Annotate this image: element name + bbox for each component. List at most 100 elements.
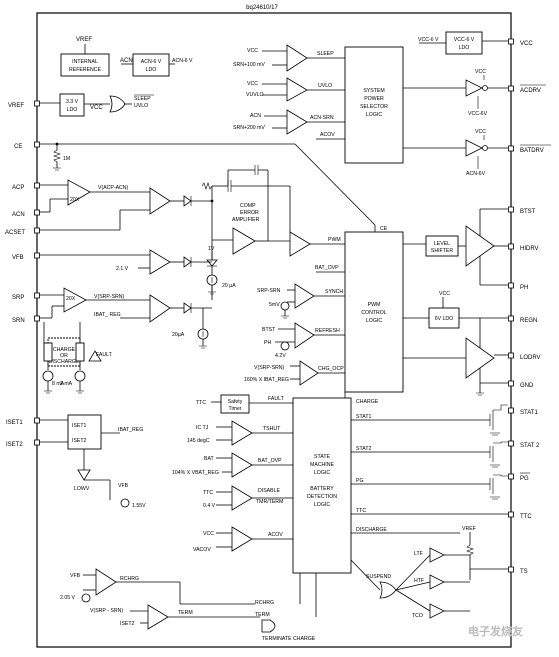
svg-text:V(SRP - SRN): V(SRP - SRN) [90,608,123,614]
pin-acdrv-label: ACDRV [520,88,541,94]
svg-text:VACOV: VACOV [193,547,211,553]
svg-text:VCC: VCC [90,105,103,111]
svg-text:IBAT_REG: IBAT_REG [118,427,143,433]
pin-gnd-label: GND [520,383,534,389]
pin-pg-label: PG [520,476,529,482]
tshut-comparator: IC TJ 145 degC TSHUT [187,420,293,446]
svg-text:VCC-6 V: VCC-6 V [418,37,439,43]
svg-text:LEVEL: LEVEL [434,241,450,247]
svg-text:TSHUT: TSHUT [263,426,281,432]
pin-ttc [508,511,514,518]
svg-text:LDO: LDO [459,45,470,51]
acn-srn-comparator: ACN SRN+200 mV ACN-SRN [233,109,345,135]
svg-text:2.1 V: 2.1 V [116,266,129,272]
svg-text:2 mA: 2 mA [60,381,73,387]
bat-ovp-line: BAT_OVP [315,265,345,273]
pin-ce-label: CE [14,144,22,150]
svg-text:LDO: LDO [146,67,157,73]
chip-boundary [36,12,512,648]
pin-acn-label: ACN [12,212,25,218]
right-pins: VCC ACDRV BATDRV BTST HIDRV PH REGN LODR… [508,38,551,575]
svg-text:ACOV: ACOV [320,132,335,138]
pin-vcc-label: VCC [520,41,533,47]
svg-text:TMR/TERM: TMR/TERM [256,499,283,505]
pin-ts-label: TS [520,569,528,575]
pin-ph-label: PH [520,285,528,291]
chg-ocp-comparator: V(SRP-SRN) 160% X IBAT_REG CHG_OCP [244,360,345,386]
pin-gnd [508,380,514,387]
pin-acp [34,182,40,189]
svg-text:VFB: VFB [118,483,129,489]
svg-text:Timer: Timer [228,406,241,412]
chip-title: bq24610/17 [246,5,278,11]
svg-text:TERM: TERM [255,612,270,618]
svg-text:SELECTOR: SELECTOR [360,104,388,110]
svg-text:ACN-SRN: ACN-SRN [310,115,334,121]
svg-text:ACOV: ACOV [268,532,283,538]
svg-text:ISET2: ISET2 [120,621,135,627]
svg-text:AMPLIFIER: AMPLIFIER [232,217,260,223]
svg-text:VCC: VCC [203,531,214,537]
svg-text:LOGIC: LOGIC [366,318,382,324]
vcc6-ldo-block: VCC-6 V VCC-6 V LDO [418,31,508,55]
svg-text:HTF: HTF [414,578,424,584]
svg-text:LOWV: LOWV [74,486,90,492]
ldo6-block: VCC 6V LDO [403,291,508,329]
pin-vcc [508,38,514,45]
pin-btst [508,206,514,213]
svg-text:DISABLE: DISABLE [258,488,280,494]
svg-text:DISCHARGE: DISCHARGE [49,359,80,365]
svg-text:IBAT_ REG: IBAT_ REG [94,312,121,318]
svg-text:DISCHARGE: DISCHARGE [356,527,387,533]
watermark: 电子发烧友 [468,624,523,638]
pin-vref [34,100,40,107]
pin-batdrv [508,145,514,152]
svg-text:IC TJ: IC TJ [196,425,209,431]
svg-text:VCC: VCC [475,69,486,75]
svg-text:20 µA: 20 µA [222,283,236,289]
pin-acdrv [508,85,514,92]
svg-text:ERROR: ERROR [240,210,259,216]
svg-text:VCC: VCC [475,129,486,135]
svg-text:V(ACP-ACN): V(ACP-ACN) [98,185,129,191]
svg-text:SLEEP: SLEEP [134,96,151,102]
pin-acp-label: ACP [12,185,24,191]
svg-text:TERMINATE CHARGE: TERMINATE CHARGE [262,636,316,642]
svg-text:ISET2: ISET2 [72,438,87,444]
ldo33-block: 3.3 V LDO VCC SLEEP UVLO [39,93,154,117]
svg-text:20X: 20X [70,197,80,203]
svg-text:20µA: 20µA [172,332,185,338]
svg-text:VCC: VCC [439,291,450,297]
svg-text:LDO: LDO [67,107,78,113]
svg-text:VCC-6V: VCC-6V [468,111,488,117]
svg-text:2.05 V: 2.05 V [60,595,76,601]
svg-text:SRN+100 mV: SRN+100 mV [233,62,265,68]
pin-vfb-label: VFB [12,255,24,261]
svg-text:ACN-6 V: ACN-6 V [172,58,193,64]
pin-stat1-label: STAT1 [520,410,538,416]
svg-text:VFB: VFB [70,573,81,579]
svg-text:1V: 1V [208,246,215,252]
svg-text:VCC: VCC [247,48,258,54]
acdrv-buffer: VCC VCC-6V [465,69,508,117]
pin-acset-label: ACSET [5,230,25,236]
svg-text:SYSTEM: SYSTEM [363,88,384,94]
svg-text:SYNCH: SYNCH [325,289,343,295]
left-pins: VREF CE ACP ACN ACSET VFB SRP SRN ISET1 … [5,100,40,448]
svg-text:STAT1: STAT1 [356,414,371,420]
svg-text:8 mA: 8 mA [52,381,65,387]
svg-text:ISET1: ISET1 [72,423,87,429]
svg-text:V(SRP-SRN): V(SRP-SRN) [94,294,125,300]
svg-text:V(SRP-SRN): V(SRP-SRN) [254,365,285,371]
ts-monitor: VREF LTF HTF TCO SUSPEND [350,526,508,619]
pin-regn [508,315,514,322]
pin-stat2 [508,440,514,447]
svg-text:TERM: TERM [178,610,193,616]
pin-ph [508,282,514,289]
svg-text:SHIFTER: SHIFTER [431,248,453,254]
acov-line-top: ACOV [316,132,345,140]
term-comparator: V(SRP - SRN) ISET2 TERM TERM TERMINATE C… [90,573,317,642]
state-machine-logic: STATE MACHINE LOGIC BATTERY DETECTION LO… [292,397,508,574]
svg-text:LTF: LTF [414,551,423,557]
svg-text:LOGIC: LOGIC [314,470,330,476]
